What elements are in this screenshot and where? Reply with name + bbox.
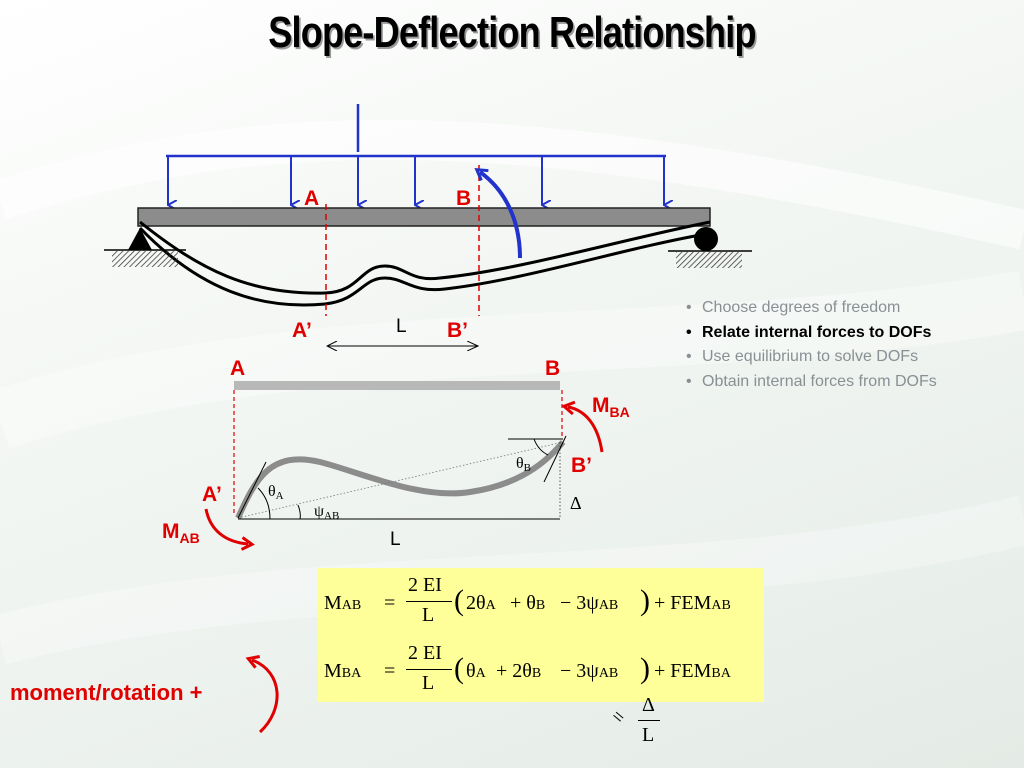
theta-a-label: θA [268,483,284,502]
rotation-arrow [474,167,522,259]
moment-ba-arrow [561,400,604,453]
eq2-close-paren: ) [640,652,650,685]
label-a-prime: A’ [292,319,312,342]
sign-convention-arrow [245,655,279,734]
eq2-equals: = [384,660,396,682]
label-b-prime: B’ [447,319,468,342]
eq2-lhs: MBA [324,660,362,682]
psi-ab-label: ψAB [314,503,339,522]
eq2-denominator: L [422,672,435,694]
eq1-denominator: L [422,604,435,626]
slide-title: Slope-Deflection Relationship [268,8,756,57]
label-a: A [304,187,319,210]
roller-support [668,227,752,268]
delta-label: Δ [570,493,582,513]
bullet-item-active: Relate internal forces to DOFs [686,321,937,346]
member-span-label: L [390,529,401,550]
bullet-item: Choose degrees of freedom [686,296,937,321]
psi-definition: = Δ L [607,692,672,752]
theta-b-label: θB [516,455,531,474]
sign-convention-label: moment/rotation + [10,680,203,705]
member-deformed [235,440,566,520]
beam [137,207,711,227]
bullet-list: Choose degrees of freedom Relate interna… [686,296,937,394]
member-undeformed [234,381,560,390]
eq1-equals: = [384,592,396,614]
member-label-b-prime: B’ [571,454,592,477]
equation-mba: MBA = 2 EI L ( θA + 2θB − 3ψAB ) + FEMBA [324,642,731,694]
bullet-item: Use equilibrium to solve DOFs [686,345,937,370]
distributed-load [166,104,666,205]
equation-mab: MAB = 2 EI L ( 2θA + θB − 3ψAB ) + FEMAB [324,574,731,626]
bullet-item: Obtain internal forces from DOFs [686,370,937,395]
eq1-close-paren: ) [640,584,650,617]
member-label-a-prime: A’ [202,483,222,506]
label-b: B [456,187,471,210]
eq2-numerator: 2 EI [408,642,442,664]
pin-support [104,228,186,267]
span-label: L [396,316,407,337]
eq2-open-paren: ( [454,652,464,685]
eq1-lhs: MAB [324,592,362,614]
deflected-shape [138,220,711,307]
member-label-a: A [230,357,245,380]
eq1-open-paren: ( [454,584,464,617]
psi-denominator: L [642,724,655,746]
member-label-b: B [545,357,560,380]
psi-numerator: Δ [642,694,655,716]
moment-ab-arrow [204,508,255,551]
moment-ab-label: MAB [162,520,200,546]
moment-ba-label: MBA [592,394,630,420]
eq1-numerator: 2 EI [408,574,442,596]
equation-box: MAB = 2 EI L ( 2θA + θB − 3ψAB ) + FEMAB… [318,568,764,702]
